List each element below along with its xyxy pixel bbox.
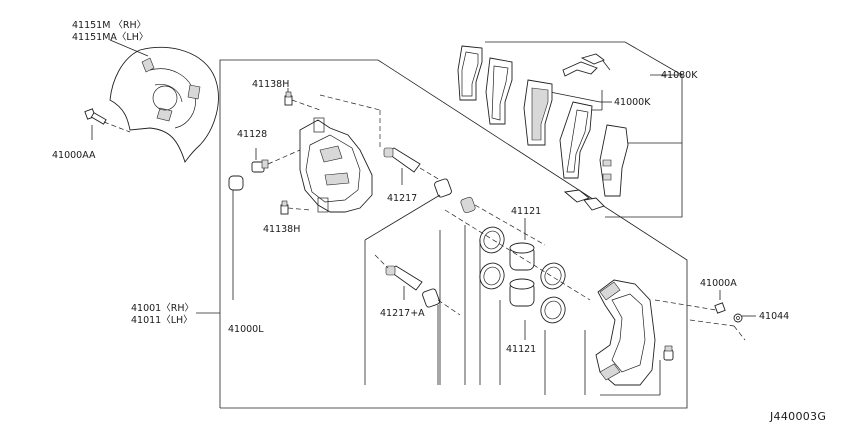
label-washer: 41044 [759,311,789,322]
label-bleeder-top: 41138H [252,79,289,90]
piston-seals [479,226,566,324]
seal-leader-lines [439,204,591,395]
washer [689,313,756,341]
caliper-body [299,94,381,213]
label-bleeder-mid: 41128 [237,129,267,140]
bleeder-screw-top [284,88,321,111]
pin-boot-lower [422,288,461,385]
label-pad-set: 41000K [614,97,651,108]
guide-pin-bolt [663,345,674,361]
label-seal-upper: 41121 [511,206,541,217]
label-assy-rh: 41001〈RH〉 [131,303,194,314]
diagram-reference-code: J440003G [769,410,826,423]
assembly-frame [196,59,688,409]
label-shield-lh: 41151MA〈LH〉 [72,32,148,43]
mounting-bracket [595,279,661,396]
label-pin-upper: 41217 [387,193,417,204]
label-bolt-shield: 41000AA [52,150,96,161]
brake-pad-inner [559,101,593,179]
mounting-bolt [654,290,726,314]
label-bolt-mount: 41000A [700,278,737,289]
pin-boot-upper [364,178,476,385]
bleeder-screw-bot [280,200,311,215]
brake-pad-outer [523,79,553,146]
bleeder-screw-mid [251,148,301,173]
shield-bolt [84,108,131,140]
pad-shim-plate [599,124,629,197]
slide-pin-lower [374,254,423,300]
dust-shield [109,39,219,163]
label-shield-rh: 41151M 〈RH〉 [72,20,146,31]
label-assy-lh: 41011〈LH〉 [131,315,193,326]
pad-clips [562,53,605,211]
label-pin-lower: 41217+A [380,308,425,319]
label-bleeder-bot: 41138H [263,224,300,235]
part-labels: 41151M 〈RH〉 41151MA〈LH〉 41000AA 41138H 4… [52,20,789,355]
bleeder-cap [228,175,244,300]
label-caliper-body: 41000L [228,324,264,335]
slide-pin-upper [383,147,441,185]
label-pad-kit: 41080K [661,70,698,81]
label-seal-lower: 41121 [506,344,536,355]
anti-squeal-shims [457,45,513,125]
